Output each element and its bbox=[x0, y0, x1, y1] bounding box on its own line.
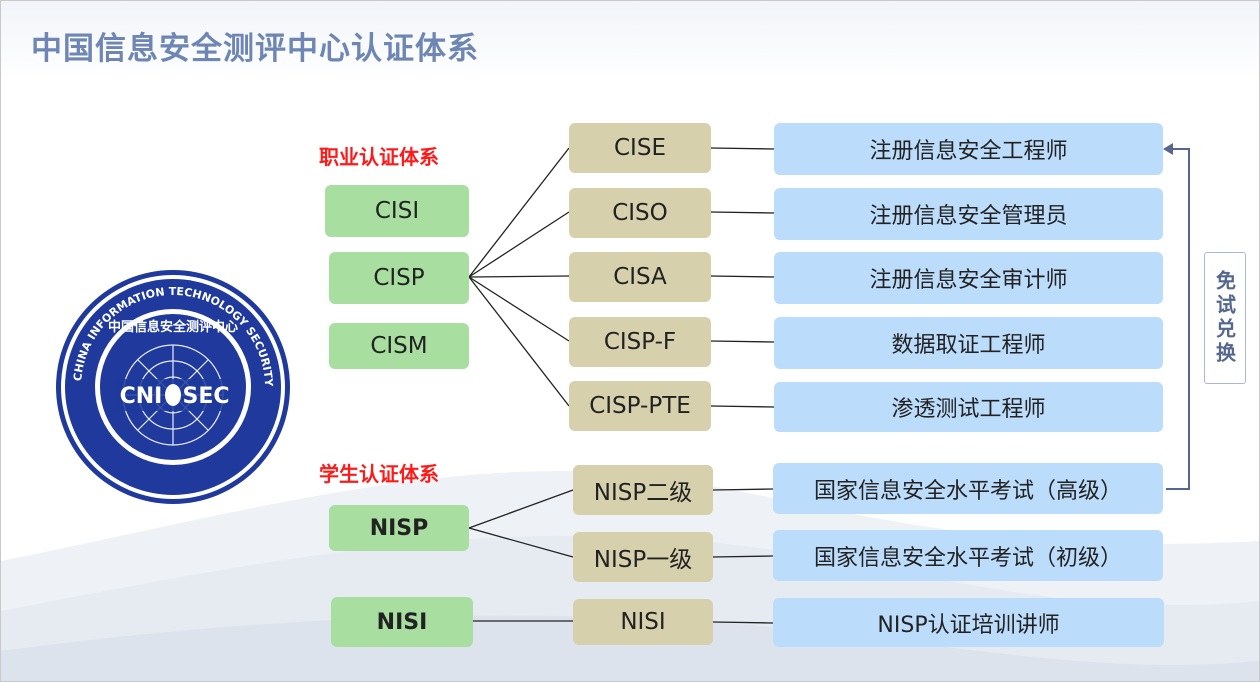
logo-cn-text: 中国信息安全测评中心 bbox=[108, 319, 238, 335]
cert-nisp: NISP bbox=[329, 505, 469, 551]
cert-cisp-pte: CISP-PTE bbox=[569, 381, 711, 431]
section-student: 学生认证体系 bbox=[319, 462, 439, 486]
cnitsec-logo: CHINA INFORMATION TECHNOLOGY SECURITY EV… bbox=[53, 267, 290, 504]
cert-cism: CISM bbox=[329, 323, 469, 369]
cert-cisp: CISP bbox=[329, 252, 469, 304]
cert-ciso: CISO bbox=[569, 188, 711, 238]
logo-left-mark: CNI bbox=[120, 384, 163, 409]
cert-cisi: CISI bbox=[325, 185, 469, 237]
exemption-text: 免试兑换 bbox=[1212, 270, 1237, 366]
cert-nisi: NISI bbox=[331, 597, 473, 647]
cert-cisa: CISA bbox=[569, 252, 711, 302]
cert-nisp-level1: NISP一级 bbox=[573, 532, 713, 582]
desc-cisp-f: 数据取证工程师 bbox=[774, 317, 1163, 369]
section-professional: 职业认证体系 bbox=[319, 145, 439, 169]
desc-ciso: 注册信息安全管理员 bbox=[774, 188, 1163, 240]
exemption-label: 免试兑换 bbox=[1204, 252, 1246, 384]
cert-nisp-level2: NISP二级 bbox=[573, 465, 713, 515]
desc-nisi: NISP认证培训讲师 bbox=[773, 598, 1164, 647]
desc-cise: 注册信息安全工程师 bbox=[774, 123, 1163, 175]
cert-nisi-mid: NISI bbox=[573, 599, 713, 645]
desc-cisp-pte: 渗透测试工程师 bbox=[774, 382, 1163, 432]
desc-cisa: 注册信息安全审计师 bbox=[774, 252, 1163, 304]
cert-cise: CISE bbox=[569, 123, 711, 173]
cert-cisp-f: CISP-F bbox=[569, 317, 711, 367]
logo-right-mark: SEC bbox=[182, 384, 229, 409]
desc-nisp-level1: 国家信息安全水平考试（初级） bbox=[773, 530, 1163, 581]
page-title: 中国信息安全测评中心认证体系 bbox=[31, 31, 479, 67]
desc-nisp-level2: 国家信息安全水平考试（高级） bbox=[773, 463, 1163, 514]
